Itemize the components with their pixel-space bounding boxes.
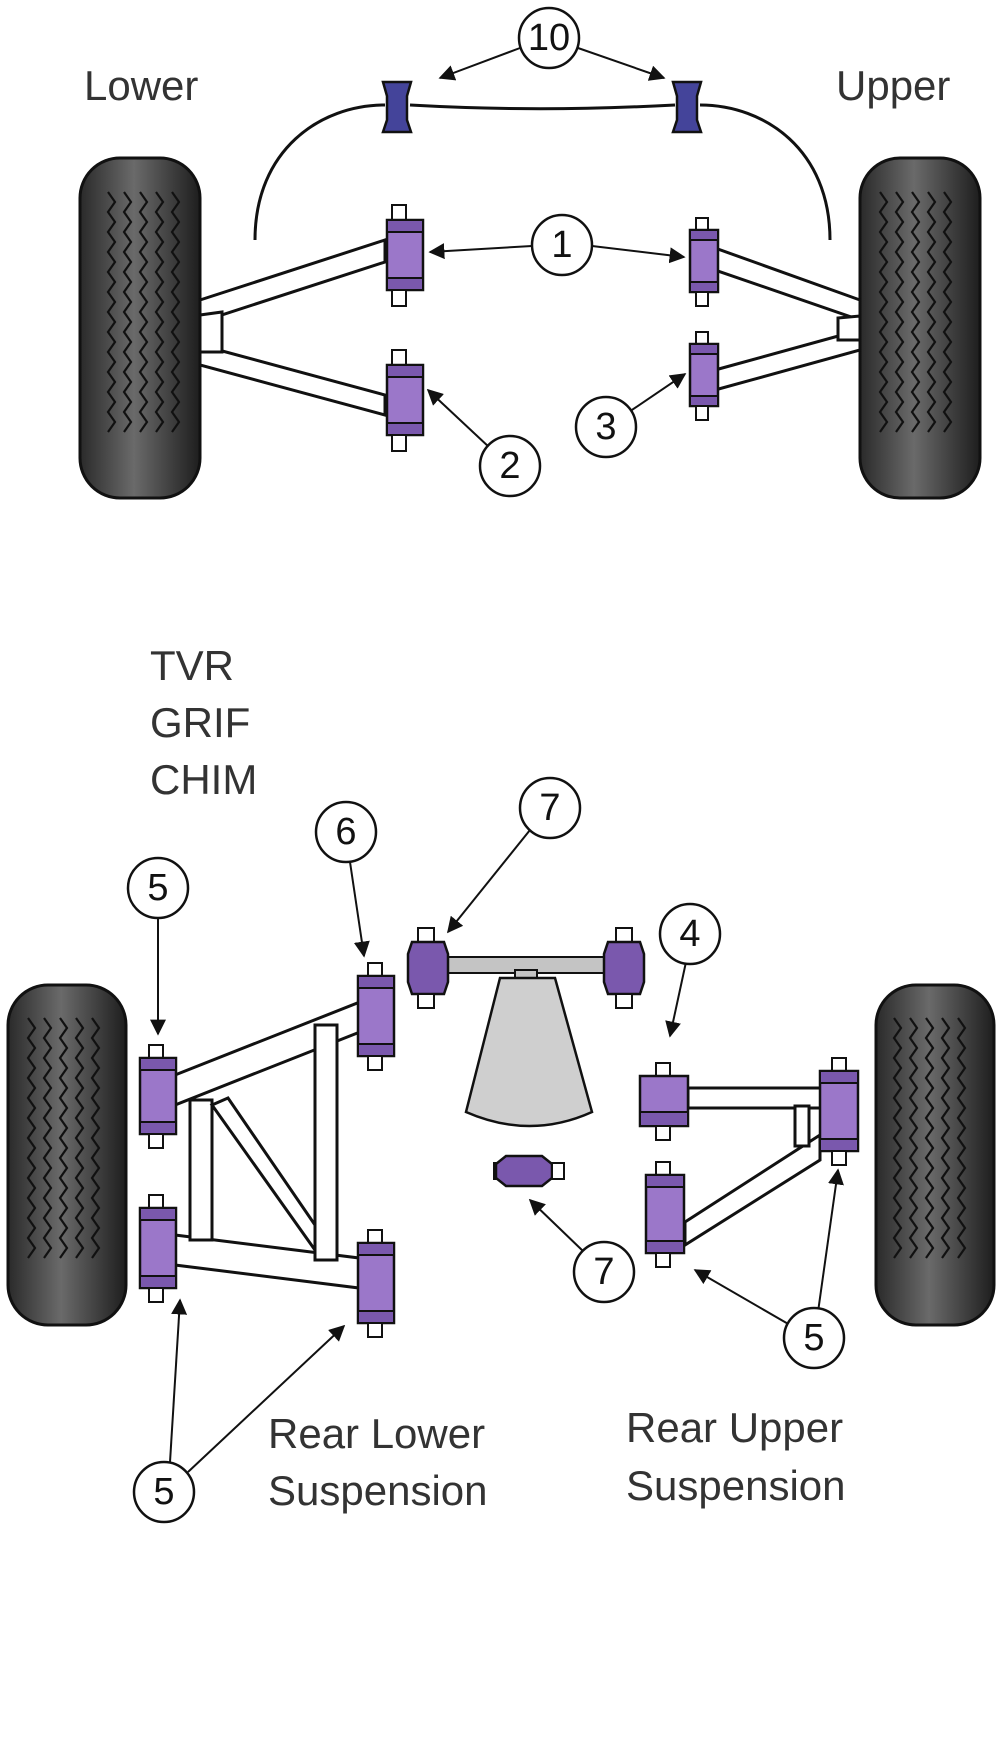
- svg-text:10: 10: [528, 17, 570, 59]
- bush-diff-mount-bottom: [493, 1154, 565, 1188]
- front-right-tyre: [858, 156, 982, 500]
- svg-text:5: 5: [147, 867, 168, 909]
- svg-text:1: 1: [551, 224, 572, 266]
- svg-text:4: 4: [679, 913, 700, 955]
- callout-7-top: 7: [446, 776, 582, 934]
- callout-5-lower-pair: 5: [132, 1298, 346, 1524]
- front-anti-roll-bar: [253, 80, 832, 241]
- svg-text:2: 2: [499, 445, 520, 487]
- callout-5-outer-top: 5: [126, 856, 190, 1036]
- bush-rear-upper-front: [638, 1062, 690, 1141]
- rear-lower-label-line1: Rear Lower: [268, 1410, 485, 1457]
- callout-5-upper-pair: 5: [693, 1168, 846, 1370]
- model-line-3: CHIM: [150, 756, 257, 803]
- callout-1: 1: [428, 213, 686, 277]
- anti-roll-bar-bush-right: [671, 80, 703, 134]
- callout-10: 10: [438, 6, 666, 81]
- rear-right-tyre: [874, 983, 996, 1327]
- bush-rear-upper-rear: [644, 1161, 686, 1268]
- bush-rear-lower-outer-top: [138, 1044, 178, 1149]
- front-lower-wishbone: [198, 237, 387, 417]
- svg-text:3: 3: [595, 406, 616, 448]
- rear-upper-label-line1: Rear Upper: [626, 1404, 843, 1451]
- bush-rear-upper-outer: [818, 1057, 860, 1166]
- bush-rear-lower-inner-bottom: [356, 1229, 396, 1338]
- callout-7-bottom: 7: [528, 1198, 636, 1304]
- model-line-2: GRIF: [150, 699, 250, 746]
- front-left-tyre: [78, 156, 202, 500]
- bush-front-upper-rear: [688, 331, 720, 421]
- rear-upper-label-line2: Suspension: [626, 1462, 846, 1509]
- callout-3: 3: [574, 373, 687, 459]
- rear-left-tyre: [6, 983, 128, 1327]
- callout-6: 6: [314, 800, 378, 958]
- rear-lower-label-line2: Suspension: [268, 1467, 488, 1514]
- anti-roll-bar-bush-left: [381, 80, 413, 134]
- callout-2: 2: [426, 388, 542, 498]
- bush-front-upper-inner: [688, 217, 720, 307]
- model-line-1: TVR: [150, 642, 234, 689]
- svg-text:5: 5: [153, 1471, 174, 1513]
- differential: [439, 956, 611, 1128]
- rear-lower-wishbone: [173, 997, 377, 1292]
- callout-4: 4: [658, 902, 722, 1038]
- bush-diff-mount-right: [602, 927, 646, 1009]
- lower-label: Lower: [84, 62, 198, 109]
- svg-text:7: 7: [593, 1251, 614, 1293]
- front-upper-wishbone: [713, 245, 862, 392]
- svg-text:6: 6: [335, 811, 356, 853]
- svg-text:5: 5: [803, 1317, 824, 1359]
- bush-diff-mount-left: [406, 927, 450, 1009]
- svg-text:7: 7: [539, 787, 560, 829]
- bush-rear-lower-outer-bottom: [138, 1194, 178, 1303]
- upper-label: Upper: [836, 62, 950, 109]
- bush-front-lower-rear: [385, 349, 425, 452]
- rear-upper-wishbone: [683, 1086, 825, 1248]
- bush-rear-lower-inner-top: [356, 962, 396, 1071]
- bush-front-lower-inner: [385, 204, 425, 307]
